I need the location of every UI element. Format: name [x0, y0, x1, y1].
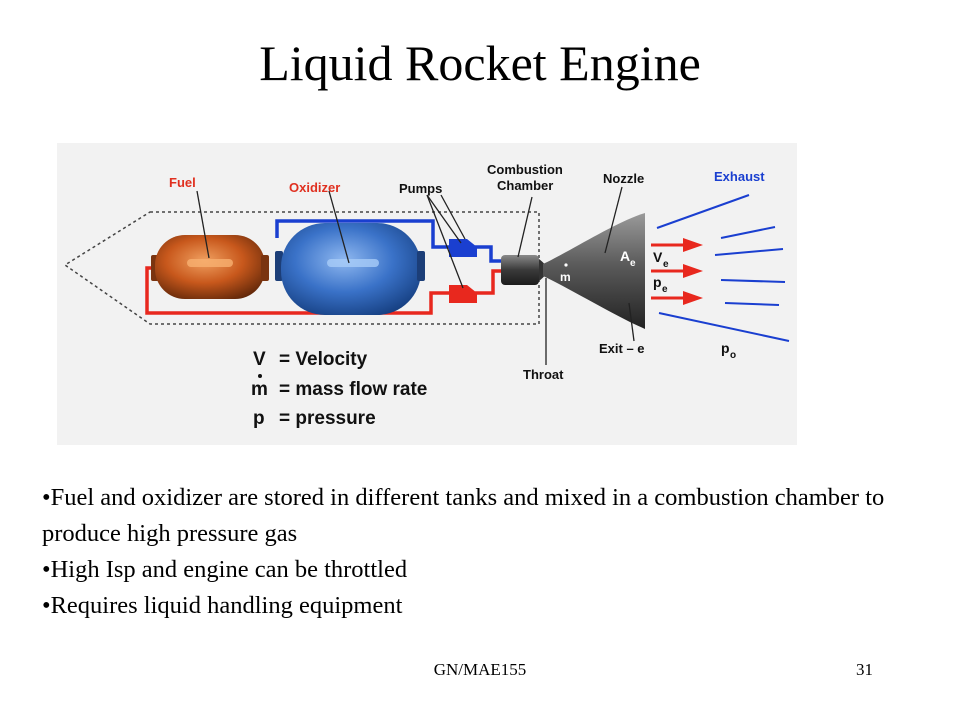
footer-course: GN/MAE155	[433, 660, 527, 679]
oxidizer-label: Oxidizer	[289, 180, 340, 195]
mass-flow-symbol: m	[560, 270, 571, 284]
fuel-to-chamber-line	[475, 269, 503, 295]
bullet-item: •Fuel and oxidizer are stored in differe…	[42, 484, 885, 547]
oxidizer-pump	[449, 239, 477, 257]
fuel-pump	[449, 285, 477, 303]
combustion-label-line1: Combustion	[487, 162, 563, 177]
oxidizer-feed-line	[275, 219, 449, 249]
bullet-item: •High Isp and engine can be throttled	[42, 556, 408, 583]
exhaust-label: Exhaust	[714, 169, 765, 184]
exit-velocity-subscript: e	[663, 259, 669, 270]
fuel-feed-line	[145, 266, 449, 315]
page-number: 31	[856, 660, 873, 679]
rocket-engine-diagram: Fuel Oxidizer Pumps Combustion Chamber N…	[57, 143, 797, 445]
ambient-pressure-symbol: p	[721, 340, 730, 356]
exhaust-plume-lines	[656, 194, 790, 342]
exhaust-velocity-arrows	[651, 238, 703, 305]
fuel-label: Fuel	[169, 175, 196, 190]
exit-pressure-symbol: p	[653, 274, 662, 290]
legend-symbol-velocity: V	[253, 349, 266, 370]
bullet-list: •Fuel and oxidizer are stored in differe…	[42, 480, 902, 624]
throat-label: Throat	[523, 367, 564, 382]
legend-text-velocity: = Velocity	[279, 349, 368, 370]
rocket-body-outline	[63, 211, 540, 325]
fuel-tank	[151, 235, 269, 299]
exit-area-subscript: e	[630, 258, 636, 269]
oxidizer-to-chamber-line	[475, 245, 503, 263]
oxidizer-tank	[275, 223, 425, 315]
legend: V = Velocity m = mass flow rate p = pres…	[251, 349, 427, 429]
combustion-chamber	[501, 255, 539, 285]
nozzle-label: Nozzle	[603, 171, 644, 186]
ambient-pressure-subscript: o	[730, 350, 736, 361]
legend-text-mass-flow: = mass flow rate	[279, 379, 427, 400]
pumps-label: Pumps	[399, 181, 442, 196]
combustion-label-line2: Chamber	[497, 178, 553, 193]
slide-title: Liquid Rocket Engine	[259, 35, 701, 91]
exit-area-symbol: A	[620, 248, 630, 264]
exit-pressure-subscript: e	[662, 284, 668, 295]
exit-label: Exit – e	[599, 341, 645, 356]
legend-symbol-mass-flow: m	[251, 379, 268, 400]
bullet-item: •Requires liquid handling equipment	[42, 592, 403, 619]
exit-velocity-symbol: V	[653, 249, 663, 265]
legend-text-pressure: = pressure	[279, 408, 376, 429]
legend-symbol-pressure: p	[253, 408, 265, 429]
